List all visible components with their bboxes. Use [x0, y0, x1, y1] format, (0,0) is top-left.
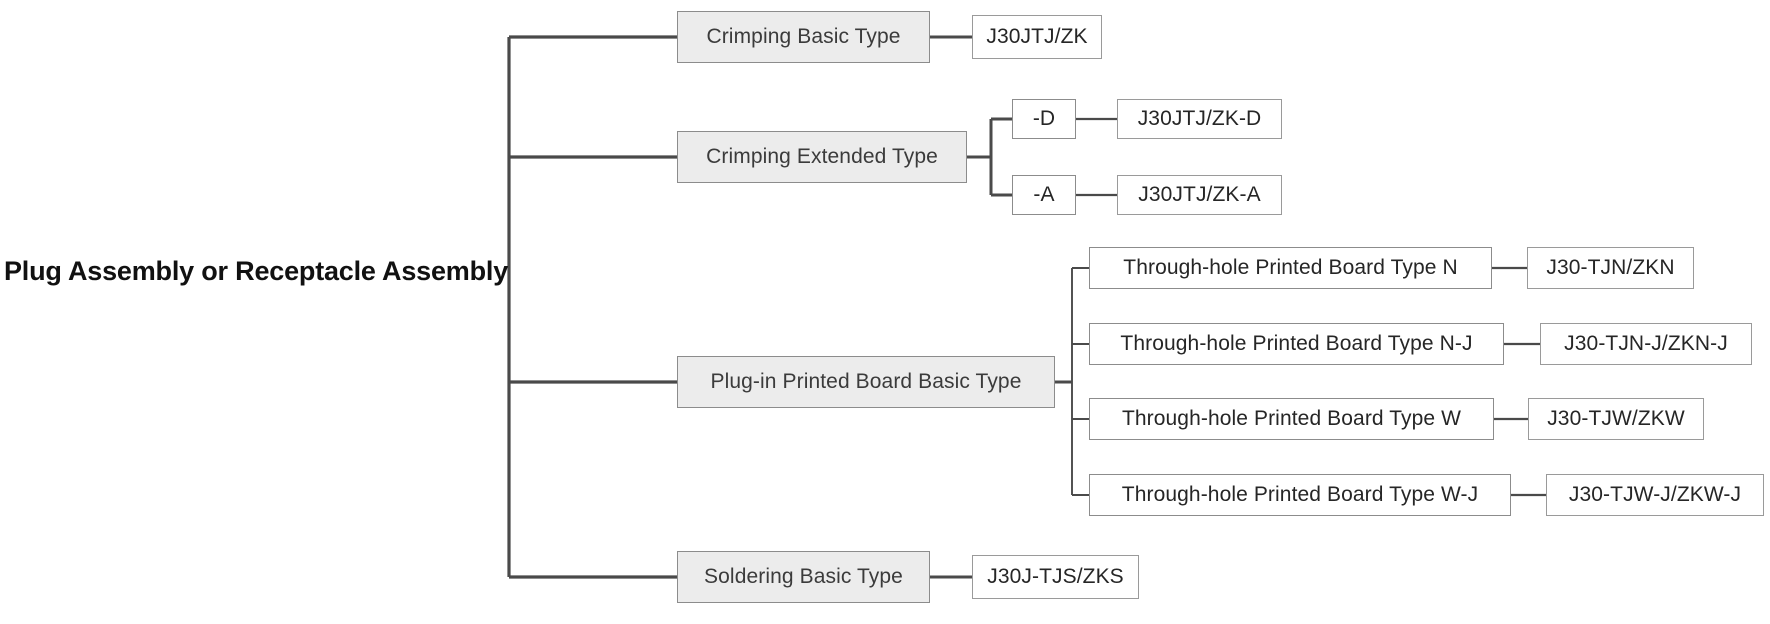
root-label: Plug Assembly or Receptacle Assembly — [4, 256, 509, 286]
node-label: Plug-in Printed Board Basic Type — [710, 370, 1022, 393]
leaf-label: J30JTJ/ZK — [986, 25, 1088, 48]
node-suffix-d[interactable]: -D — [1012, 99, 1076, 139]
leaf-crimping-basic-code[interactable]: J30JTJ/ZK — [972, 15, 1102, 59]
leaf-type-w-j-code[interactable]: J30-TJW-J/ZKW-J — [1546, 474, 1764, 516]
node-plug-in-printed-board[interactable]: Plug-in Printed Board Basic Type — [677, 356, 1055, 408]
node-label: -D — [1032, 107, 1056, 130]
node-label: Crimping Extended Type — [706, 145, 938, 168]
leaf-type-n-j-code[interactable]: J30-TJN-J/ZKN-J — [1540, 323, 1752, 365]
node-soldering-basic[interactable]: Soldering Basic Type — [677, 551, 930, 603]
node-suffix-a[interactable]: -A — [1012, 175, 1076, 215]
leaf-label: J30-TJN-J/ZKN-J — [1564, 332, 1728, 355]
node-label: Soldering Basic Type — [704, 565, 903, 588]
leaf-label: J30JTJ/ZK-A — [1138, 183, 1261, 206]
node-type-w-j[interactable]: Through-hole Printed Board Type W-J — [1089, 474, 1511, 516]
node-crimping-extended[interactable]: Crimping Extended Type — [677, 131, 967, 183]
leaf-soldering-basic-code[interactable]: J30J-TJS/ZKS — [972, 555, 1139, 599]
leaf-label: J30JTJ/ZK-D — [1137, 107, 1262, 130]
leaf-type-n-code[interactable]: J30-TJN/ZKN — [1527, 247, 1694, 289]
leaf-label: J30J-TJS/ZKS — [987, 565, 1124, 588]
leaf-suffix-d-code[interactable]: J30JTJ/ZK-D — [1117, 99, 1282, 139]
node-label: -A — [1033, 183, 1055, 206]
leaf-suffix-a-code[interactable]: J30JTJ/ZK-A — [1117, 175, 1282, 215]
node-label: Through-hole Printed Board Type N — [1123, 256, 1458, 279]
node-type-n-j[interactable]: Through-hole Printed Board Type N-J — [1089, 323, 1504, 365]
node-label: Through-hole Printed Board Type W-J — [1121, 483, 1479, 506]
leaf-label: J30-TJN/ZKN — [1546, 256, 1675, 279]
node-crimping-basic[interactable]: Crimping Basic Type — [677, 11, 930, 63]
node-label: Through-hole Printed Board Type W — [1121, 407, 1462, 430]
node-label: Through-hole Printed Board Type N-J — [1120, 332, 1473, 355]
leaf-label: J30-TJW/ZKW — [1547, 407, 1685, 430]
node-type-n[interactable]: Through-hole Printed Board Type N — [1089, 247, 1492, 289]
node-label: Crimping Basic Type — [706, 25, 901, 48]
leaf-type-w-code[interactable]: J30-TJW/ZKW — [1528, 398, 1704, 440]
node-type-w[interactable]: Through-hole Printed Board Type W — [1089, 398, 1494, 440]
leaf-label: J30-TJW-J/ZKW-J — [1568, 483, 1742, 506]
